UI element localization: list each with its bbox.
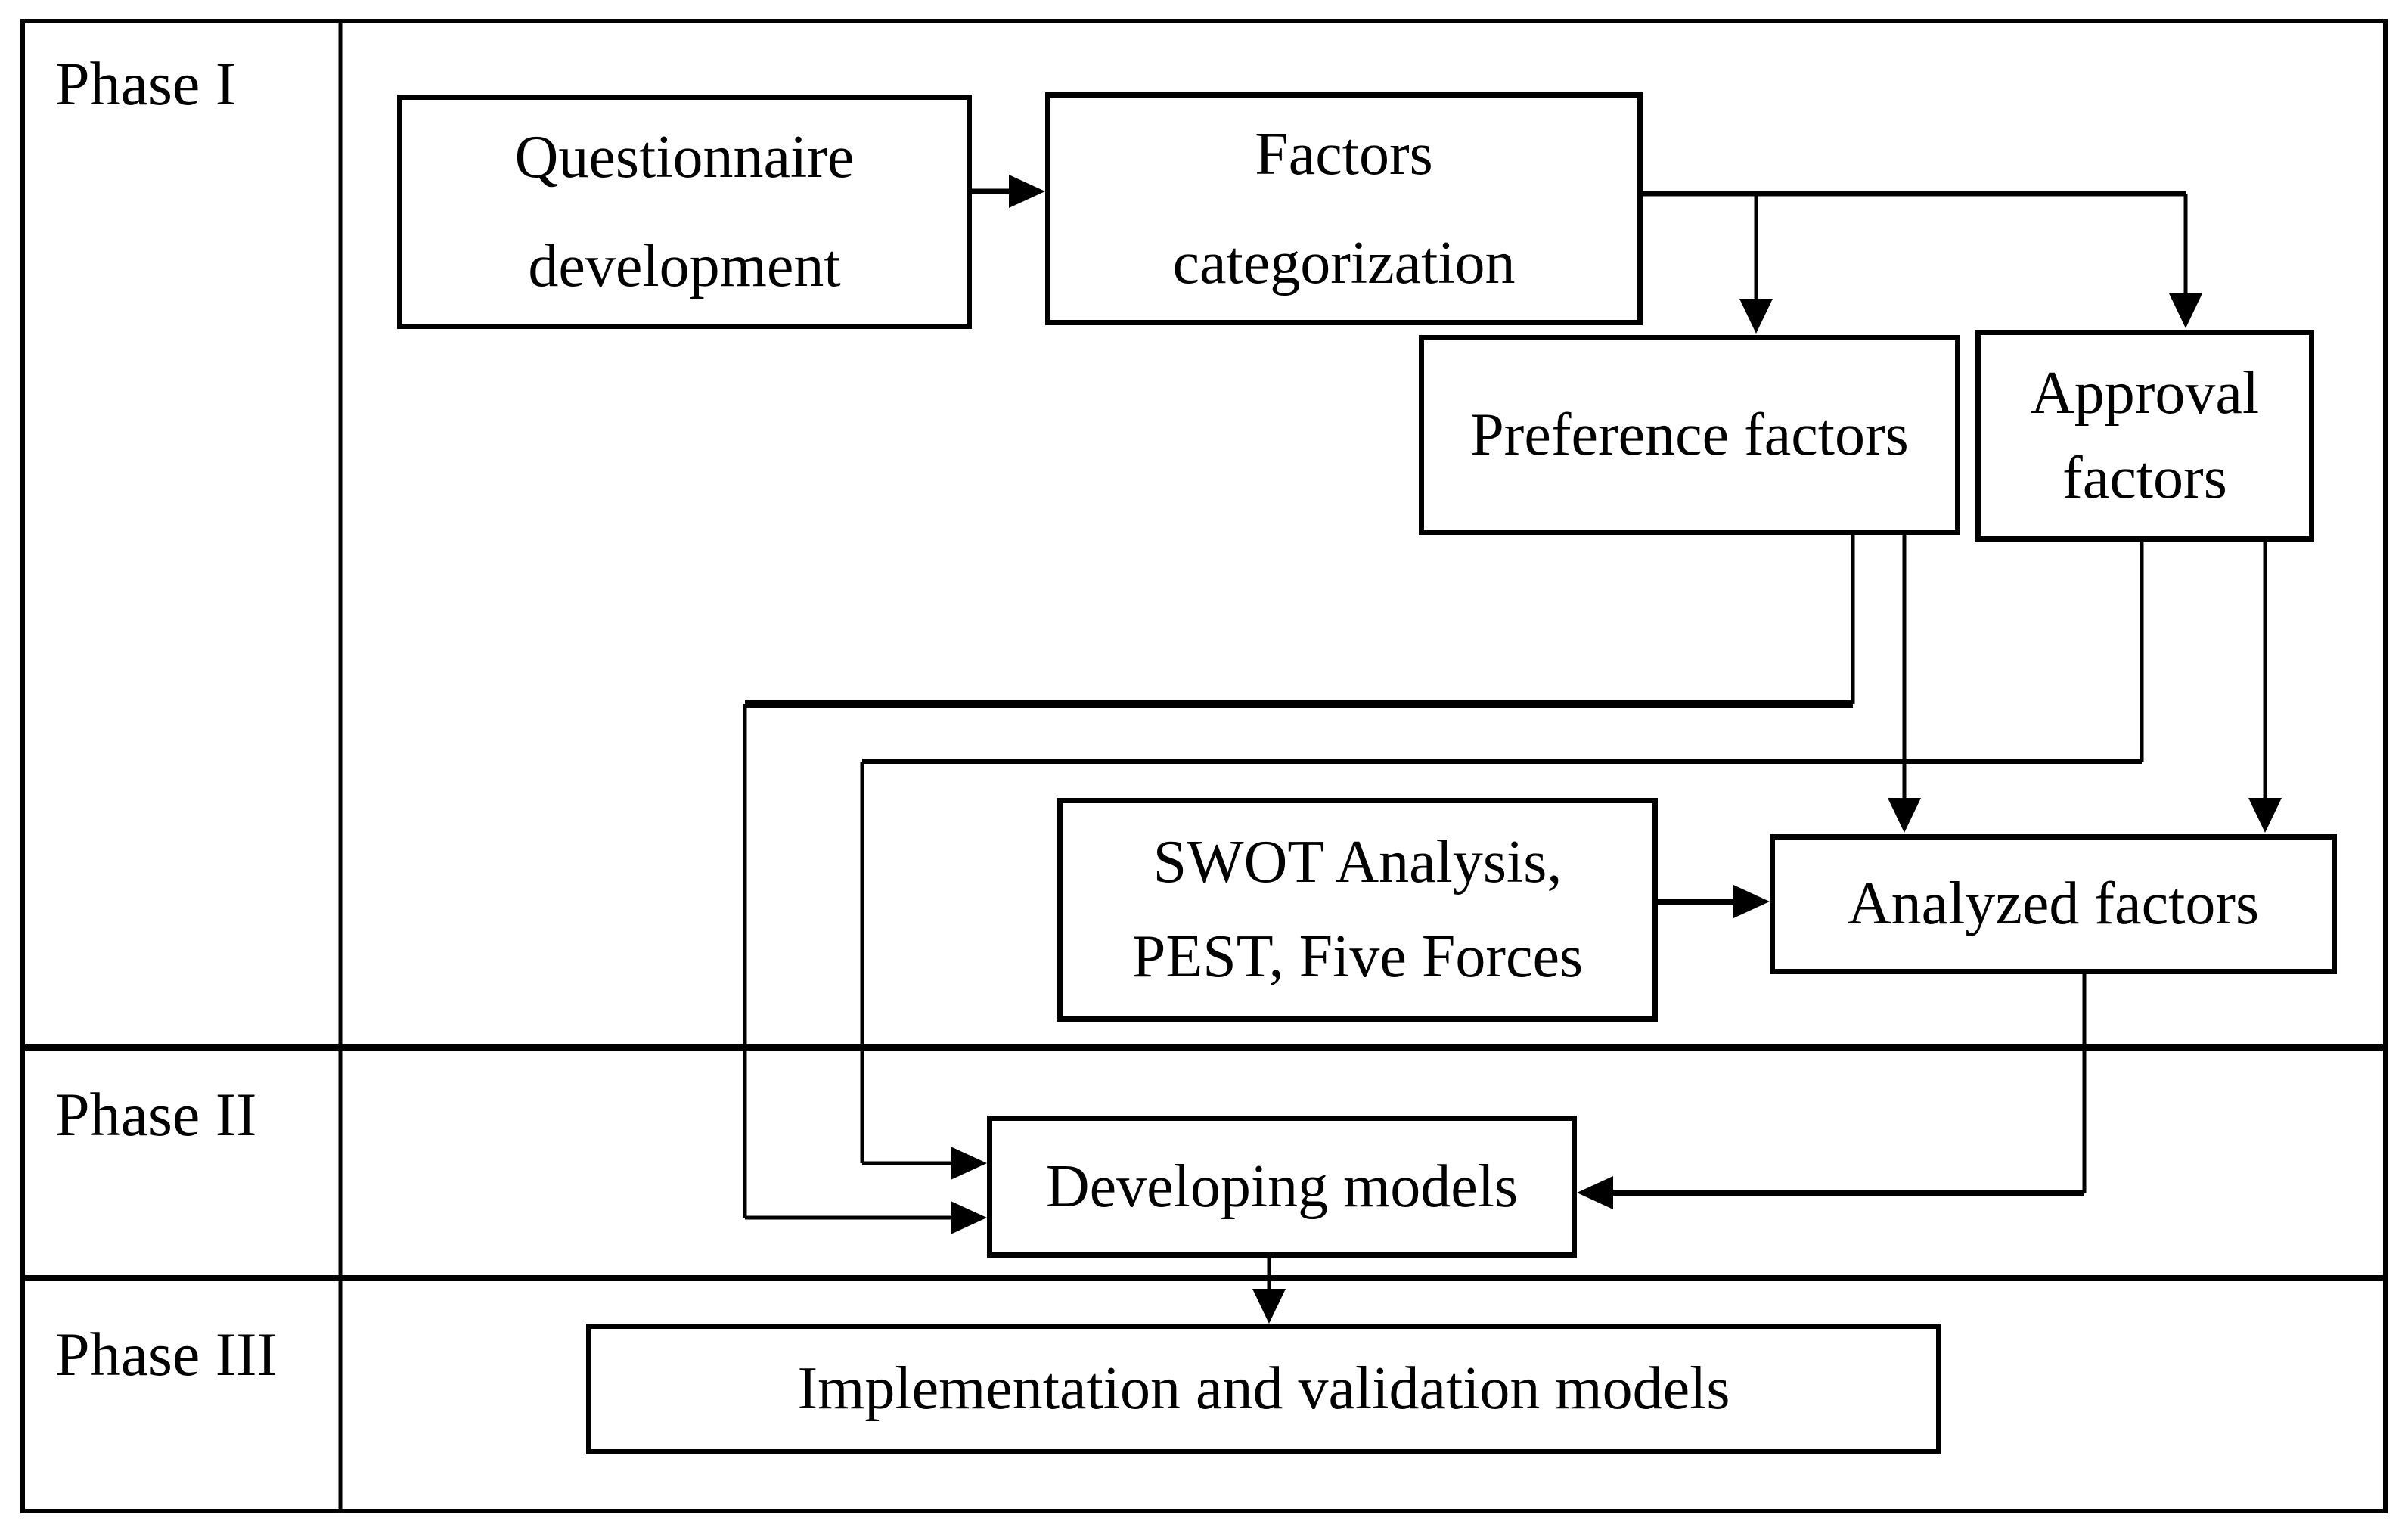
table-outer-border [20,19,2388,1513]
box-label-line: Developing models [1045,1153,1519,1220]
box-implementation-and-validation-models: Implementation and validation models [586,1324,1941,1454]
box-questionnaire-development: Questionnaire development [397,95,972,329]
arrowhead-down-icon [1888,798,1921,833]
box-label-line: Implementation and validation models [797,1355,1730,1423]
phase-label-phase-2: Phase II [55,1080,257,1149]
arrowhead-down-icon [1252,1289,1286,1324]
arrowhead-down-icon [2169,293,2202,328]
arrowhead-right-icon [951,1201,987,1234]
arrow-analyzed-to-developing [1577,974,2087,1209]
arrow-preference-to-analyzed [1888,535,1921,833]
arrow-preference-to-developing [743,535,1855,1234]
box-developing-models: Developing models [987,1116,1577,1258]
arrowhead-left-icon [1577,1176,1613,1209]
arrowhead-right-icon [951,1147,987,1180]
phase-label-phase-3: Phase III [55,1320,278,1389]
phase-label-phase-1: Phase I [55,49,237,118]
box-label-line: categorization [1172,230,1516,296]
arrow-approval-to-developing [860,542,2144,1180]
box-label-line: Factors [1255,121,1433,188]
box-approval-factors: Approval factors [1975,330,2314,542]
box-label-line: factors [2062,445,2227,511]
box-analyzed-factors: Analyzed factors [1770,834,2337,974]
box-preference-factors: Preference factors [1419,335,1960,535]
box-label-line: Preference factors [1470,402,1909,469]
arrowhead-right-icon [1009,175,1045,208]
box-swot-pest-five-forces: SWOT Analysis, PEST, Five Forces [1057,798,1658,1022]
arrow-swot-to-analyzed [1658,885,1770,918]
box-label-line: Questionnaire [514,124,855,191]
box-label-line: development [528,233,841,300]
box-label-line: Analyzed factors [1847,871,2260,938]
arrowhead-down-icon [1739,299,1773,334]
box-label-line: SWOT Analysis, [1153,829,1562,896]
arrow-approval-to-analyzed [2248,542,2282,833]
arrow-developing-to-implementation [1252,1258,1286,1324]
box-label-line: Approval [2030,360,2260,427]
arrowhead-right-icon [1733,885,1770,918]
box-factors-categorization: Factors categorization [1045,92,1643,325]
box-label-line: PEST, Five Forces [1131,923,1584,990]
phase-table-grid [20,19,2388,1513]
arrow-factors-to-preference-and-approval [1643,191,2202,334]
arrowhead-down-icon [2248,798,2282,833]
arrow-questionnaire-to-factors [972,175,1045,208]
